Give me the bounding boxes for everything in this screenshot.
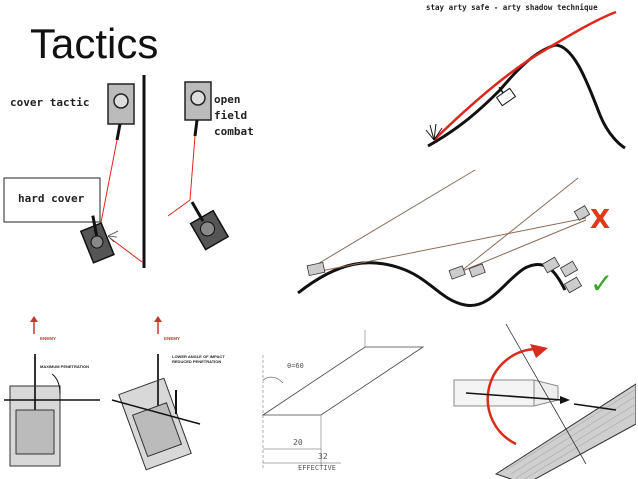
enemy-label-left: ENEMY: [40, 336, 57, 341]
open-field-label: open field combat: [214, 93, 254, 138]
good-position-marker: ✓: [590, 267, 614, 300]
tank-markers: [306, 205, 591, 294]
cover-tactic-diagram: [3, 75, 230, 268]
lower-angle-label: LOWER ANGLE OF IMPACT REDUCED PENETRATIO…: [172, 354, 225, 364]
arty-caption: stay arty safe - arty shadow technique: [426, 3, 598, 12]
lower-angle-line1: LOWER ANGLE OF IMPACT: [172, 354, 225, 359]
tank-straight: [4, 316, 100, 467]
terrain-sightline-diagram: [297, 169, 591, 307]
arty-shadow-diagram: [425, 10, 626, 150]
sight-line-3: [459, 177, 579, 273]
sloped-armor-diagram: [261, 330, 425, 470]
sight-line-2: [315, 217, 587, 273]
armor-plate: [261, 346, 425, 416]
player-tank-cover: [79, 215, 115, 264]
effective-value-label: 32: [318, 452, 328, 461]
lower-angle-line2: REDUCED PENETRATION: [172, 359, 222, 364]
arty-impact: [425, 123, 443, 141]
penetration-diagram: [4, 316, 201, 471]
hard-cover-box: [3, 177, 101, 223]
enemy-label-right: ENEMY: [164, 336, 181, 341]
shell-impact-diagram: [453, 323, 636, 479]
thickness-label: 20: [293, 438, 303, 447]
sight-line-4: [459, 219, 587, 273]
sight-line-1: [315, 169, 476, 266]
hidden-tank: [495, 86, 517, 107]
bad-position-marker: X: [590, 205, 611, 235]
shot-line-open: [189, 135, 196, 201]
hard-cover-label: hard cover: [18, 192, 85, 205]
normal-line: [505, 323, 587, 465]
shot-line-cover: [97, 139, 118, 239]
slide-title: Tactics: [30, 20, 159, 67]
player-tank-open: [189, 201, 230, 251]
cover-tactic-label: cover tactic: [10, 96, 90, 109]
terrain-line: [297, 261, 567, 307]
arty-trajectory: [433, 10, 617, 141]
angle-label: θ=60: [287, 362, 304, 370]
max-penetration-label: MAXIMUM PENETRATION: [40, 364, 90, 369]
rotation-arrow: [486, 347, 537, 446]
impact-spark: [107, 230, 119, 243]
tank-angled: [118, 377, 192, 471]
effective-label: EFFECTIVE: [298, 464, 336, 472]
